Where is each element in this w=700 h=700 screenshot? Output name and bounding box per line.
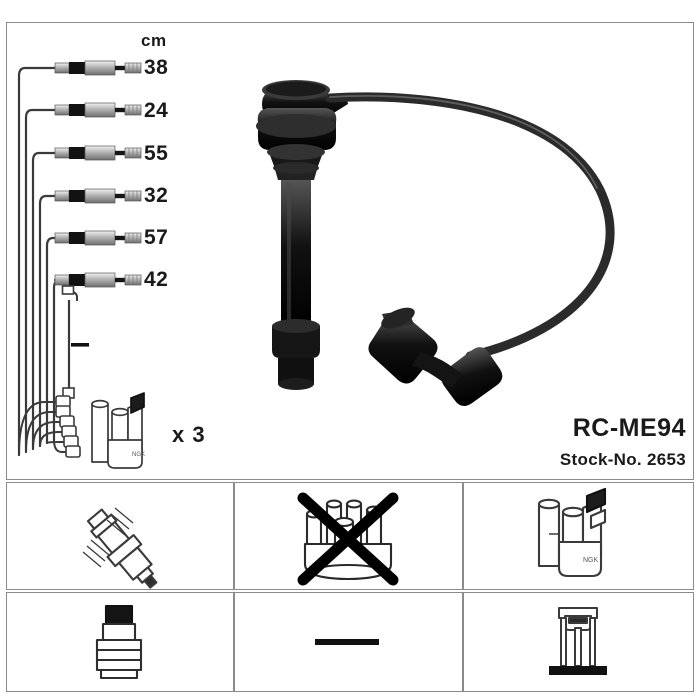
- dash-mark: [71, 343, 89, 347]
- compatibility-row-2: [6, 592, 694, 692]
- panel-rubber-boot: [7, 593, 233, 691]
- right-angle-boot: [368, 307, 503, 407]
- cable-length-1: 38: [144, 56, 169, 79]
- cable-bundle: [18, 401, 67, 456]
- unit-header: cm: [141, 31, 167, 50]
- cable-length-5: 57: [144, 226, 169, 249]
- compatibility-row-1: NGK: [6, 482, 694, 590]
- ignition-coil-pack-icon: NGK: [537, 487, 606, 578]
- spark-plug-icon: [82, 507, 158, 589]
- auxiliary-lead: [61, 285, 78, 399]
- bundle-terminals: [55, 395, 81, 458]
- coil-pack-small-icon: [91, 392, 145, 469]
- svg-text:NGK: NGK: [132, 452, 145, 458]
- cable-length-2: 24: [144, 99, 169, 122]
- cable-length-3: 55: [144, 142, 169, 165]
- stock-number-label: Stock-No. 2653: [559, 450, 686, 469]
- ignition-coil-boot-photo: [256, 80, 348, 390]
- panel-not-applicable: [233, 593, 462, 691]
- exclusion-cross-icon: [297, 492, 398, 586]
- part-number: RC-ME94: [572, 414, 686, 442]
- cable-connector-group: [54, 60, 142, 288]
- panel-terminal-connector: [462, 593, 693, 691]
- panel-spark-plug: [7, 483, 233, 589]
- svg-text:NGK: NGK: [583, 557, 599, 564]
- terminal-connector-icon: [548, 607, 607, 675]
- cable-length-4: 32: [144, 184, 169, 207]
- panel-distributor-cap-excluded: [233, 483, 462, 589]
- quantity-multiplier: x 3: [172, 422, 206, 447]
- ignition-cable-arc: [325, 92, 615, 361]
- panel-ignition-coil-pack: NGK: [462, 483, 693, 589]
- cable-length-6: 42: [144, 268, 169, 291]
- rubber-boot-icon: [95, 604, 143, 680]
- dash-placeholder-icon: [314, 639, 379, 645]
